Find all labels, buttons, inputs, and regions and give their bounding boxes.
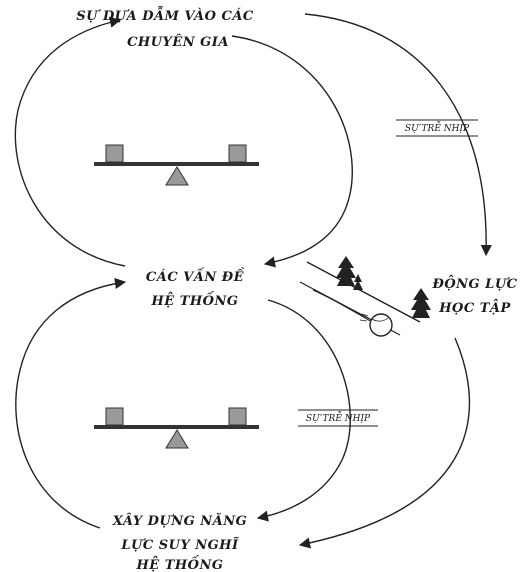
node-label-line: XÂY DỰNG NĂNG — [112, 512, 247, 529]
delay-label-middle: SỰ TRỄ NHỊP — [306, 411, 371, 424]
node-learning-motivation: ĐỘNG LỰC HỌC TẬP — [431, 275, 517, 316]
node-label-line: CHUYÊN GIA — [127, 34, 229, 50]
node-label-line: SỰ DỰA DẪM VÀO CÁC — [76, 6, 254, 24]
node-systems-thinking: XÂY DỰNG NĂNG LỰC SUY NGHĨ HỆ THỐNG — [112, 512, 247, 572]
node-label-line: ĐỘNG LỰC — [431, 275, 517, 292]
node-label-line: CÁC VẤN ĐỀ — [146, 267, 245, 285]
node-label-line: LỰC SUY NGHĨ — [120, 537, 239, 553]
node-systemic-problems: CÁC VẤN ĐỀ HỆ THỐNG — [146, 267, 245, 309]
delay-marker-middle: SỰ TRỄ NHỊP — [298, 409, 378, 427]
top-loop-right-arc — [231, 35, 353, 268]
node-label-line: HỆ THỐNG — [151, 291, 239, 309]
bottom-loop-right-arc — [256, 299, 351, 522]
motivation-to-systems-thinking-arrow — [298, 337, 471, 549]
delay-marker-top: SỰ TRỄ NHỊP — [396, 119, 478, 137]
delay-label-top: SỰ TRỄ NHỊP — [405, 121, 470, 134]
node-expert-reliance: SỰ DỰA DẪM VÀO CÁC CHUYÊN GIA — [76, 6, 254, 50]
expert-to-motivation-arrow — [304, 13, 492, 257]
snowball-slope-icon — [299, 256, 431, 337]
top-loop-left-arc — [14, 16, 126, 267]
top-balancing-loop — [14, 16, 353, 268]
balance-scale-icon — [94, 144, 259, 186]
bottom-balancing-loop — [15, 277, 351, 529]
balance-scale-icon — [94, 407, 259, 449]
node-label-line: HỆ THỐNG — [136, 555, 224, 572]
node-label-line: HỌC TẬP — [438, 299, 511, 316]
bottom-loop-left-arc — [15, 277, 127, 529]
